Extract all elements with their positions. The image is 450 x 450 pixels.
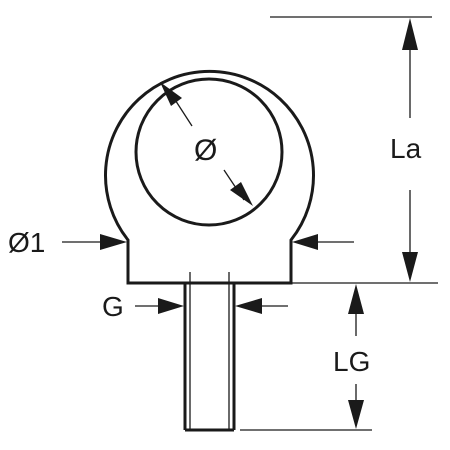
thread-length-label: LG xyxy=(333,346,370,377)
outer-diameter-label: Ø1 xyxy=(8,227,45,258)
thread-length-dimension xyxy=(348,284,364,429)
eye-bolt-outline xyxy=(104,69,315,285)
eye-inner-circle xyxy=(134,77,284,227)
thread-label: G xyxy=(102,291,124,322)
height-dimension xyxy=(402,18,418,282)
inner-diameter-label: Ø xyxy=(194,134,217,167)
inner-diameter-dimension xyxy=(160,82,253,206)
thread-dimension xyxy=(135,298,288,314)
threaded-shank xyxy=(183,272,236,432)
outer-diameter-dimension xyxy=(62,234,354,250)
height-label: La xyxy=(390,133,422,164)
extension-lines xyxy=(240,16,438,431)
